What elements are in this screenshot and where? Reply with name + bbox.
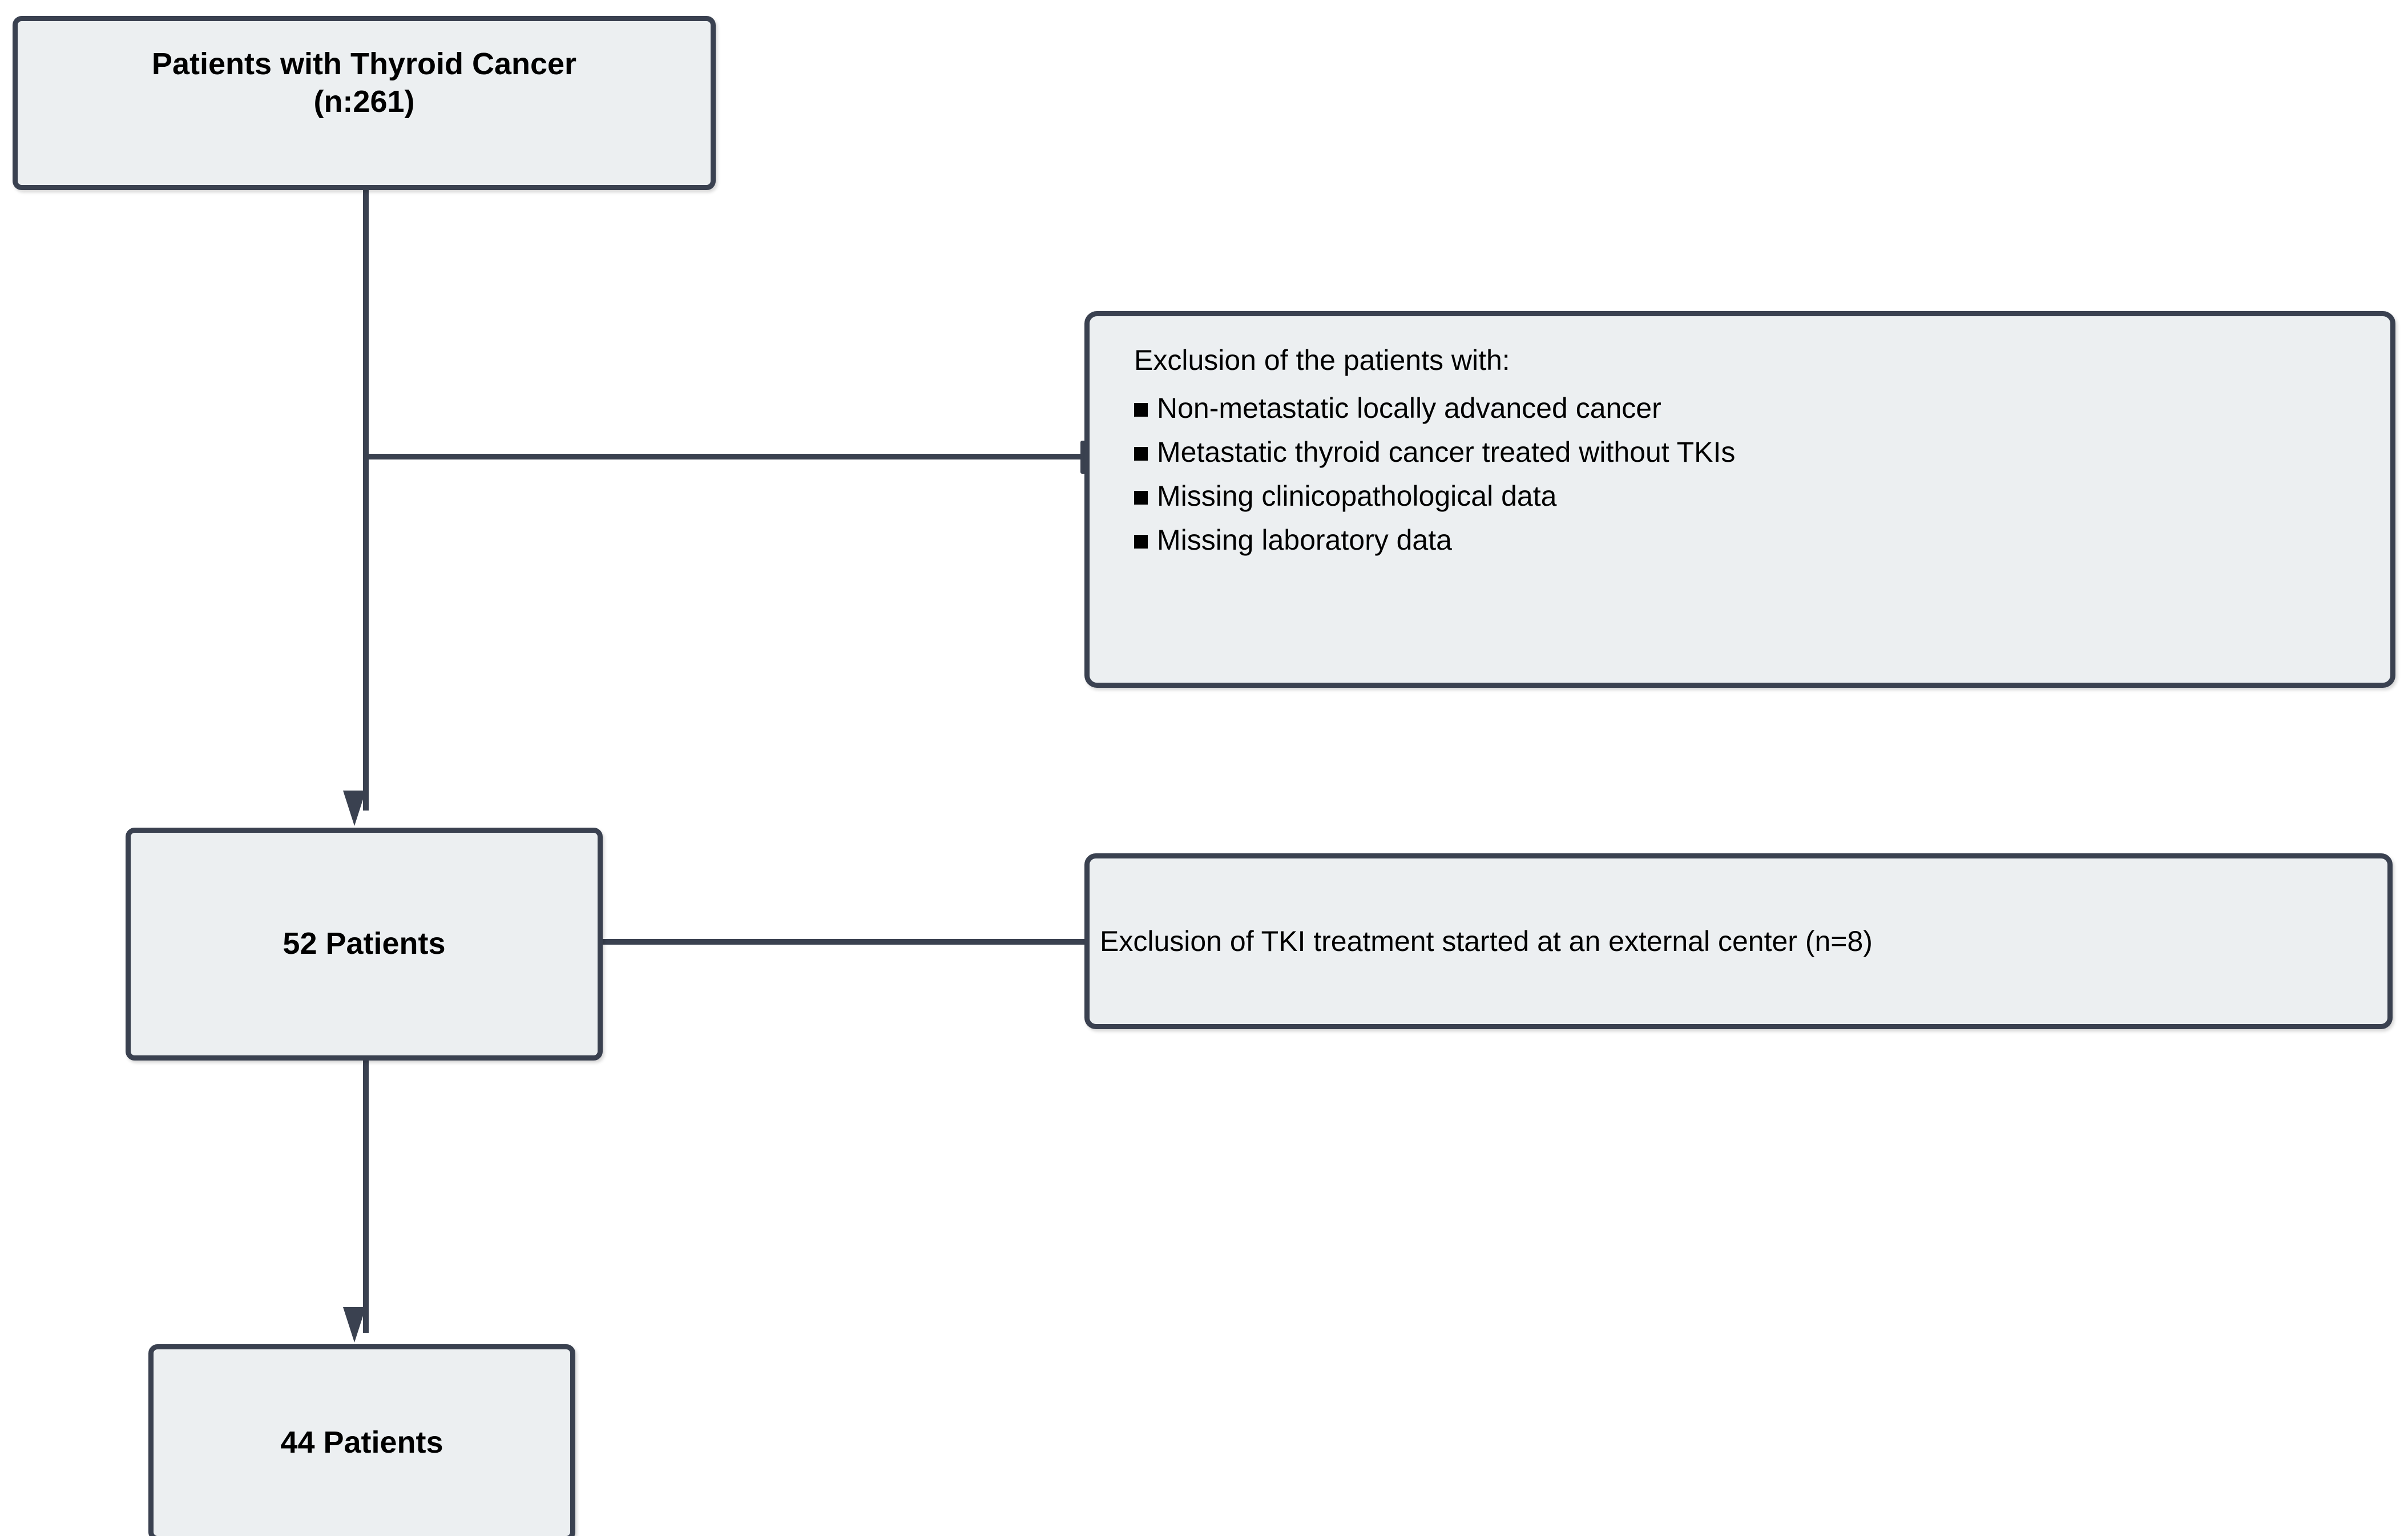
node-final-label: 44 Patients bbox=[280, 1425, 443, 1460]
external-center-note-label: Exclusion of TKI treatment started at an… bbox=[1100, 925, 1873, 957]
node-root-label: Patients with Thyroid Cancer (n:261) bbox=[151, 46, 577, 119]
exclusion-note-title: Exclusion of the patients with: bbox=[1134, 344, 1510, 376]
arrowhead-root-to-mid-icon bbox=[343, 791, 366, 826]
list-item: Missing laboratory data bbox=[1134, 526, 1735, 554]
exclusion-item-label: Metastatic thyroid cancer treated withou… bbox=[1157, 436, 1736, 468]
exclusion-item-label: Missing laboratory data bbox=[1157, 524, 1452, 556]
node-final-cohort[interactable]: 44 Patients bbox=[148, 1344, 575, 1536]
exclusion-criteria-list: Non-metastatic locally advanced cancer M… bbox=[1134, 394, 1735, 554]
arrowhead-mid-to-final-icon bbox=[343, 1307, 366, 1343]
connector-root-to-exclusions bbox=[363, 454, 1089, 459]
square-bullet-icon bbox=[1134, 535, 1148, 549]
exclusion-item-label: Missing clinicopathological data bbox=[1157, 480, 1557, 512]
exclusion-item-label: Non-metastatic locally advanced cancer bbox=[1157, 392, 1661, 424]
note-exclusion-criteria[interactable]: Exclusion of the patients with: Non-meta… bbox=[1084, 311, 2395, 688]
square-bullet-icon bbox=[1134, 403, 1148, 417]
node-mid-label: 52 Patients bbox=[283, 926, 446, 961]
square-bullet-icon bbox=[1134, 447, 1148, 461]
exclusion-note-body: Exclusion of the patients with: Non-meta… bbox=[1090, 316, 1758, 570]
list-item: Non-metastatic locally advanced cancer bbox=[1134, 394, 1735, 422]
note-external-center-exclusion[interactable]: Exclusion of TKI treatment started at an… bbox=[1084, 853, 2393, 1029]
list-item: Metastatic thyroid cancer treated withou… bbox=[1134, 438, 1735, 466]
connector-mid-to-external bbox=[599, 939, 1089, 945]
connector-root-to-mid bbox=[363, 188, 369, 811]
list-item: Missing clinicopathological data bbox=[1134, 482, 1735, 510]
connector-mid-to-final bbox=[363, 1059, 369, 1333]
node-root-cohort[interactable]: Patients with Thyroid Cancer (n:261) bbox=[13, 16, 716, 190]
square-bullet-icon bbox=[1134, 491, 1148, 505]
node-mid-cohort[interactable]: 52 Patients bbox=[126, 828, 603, 1061]
